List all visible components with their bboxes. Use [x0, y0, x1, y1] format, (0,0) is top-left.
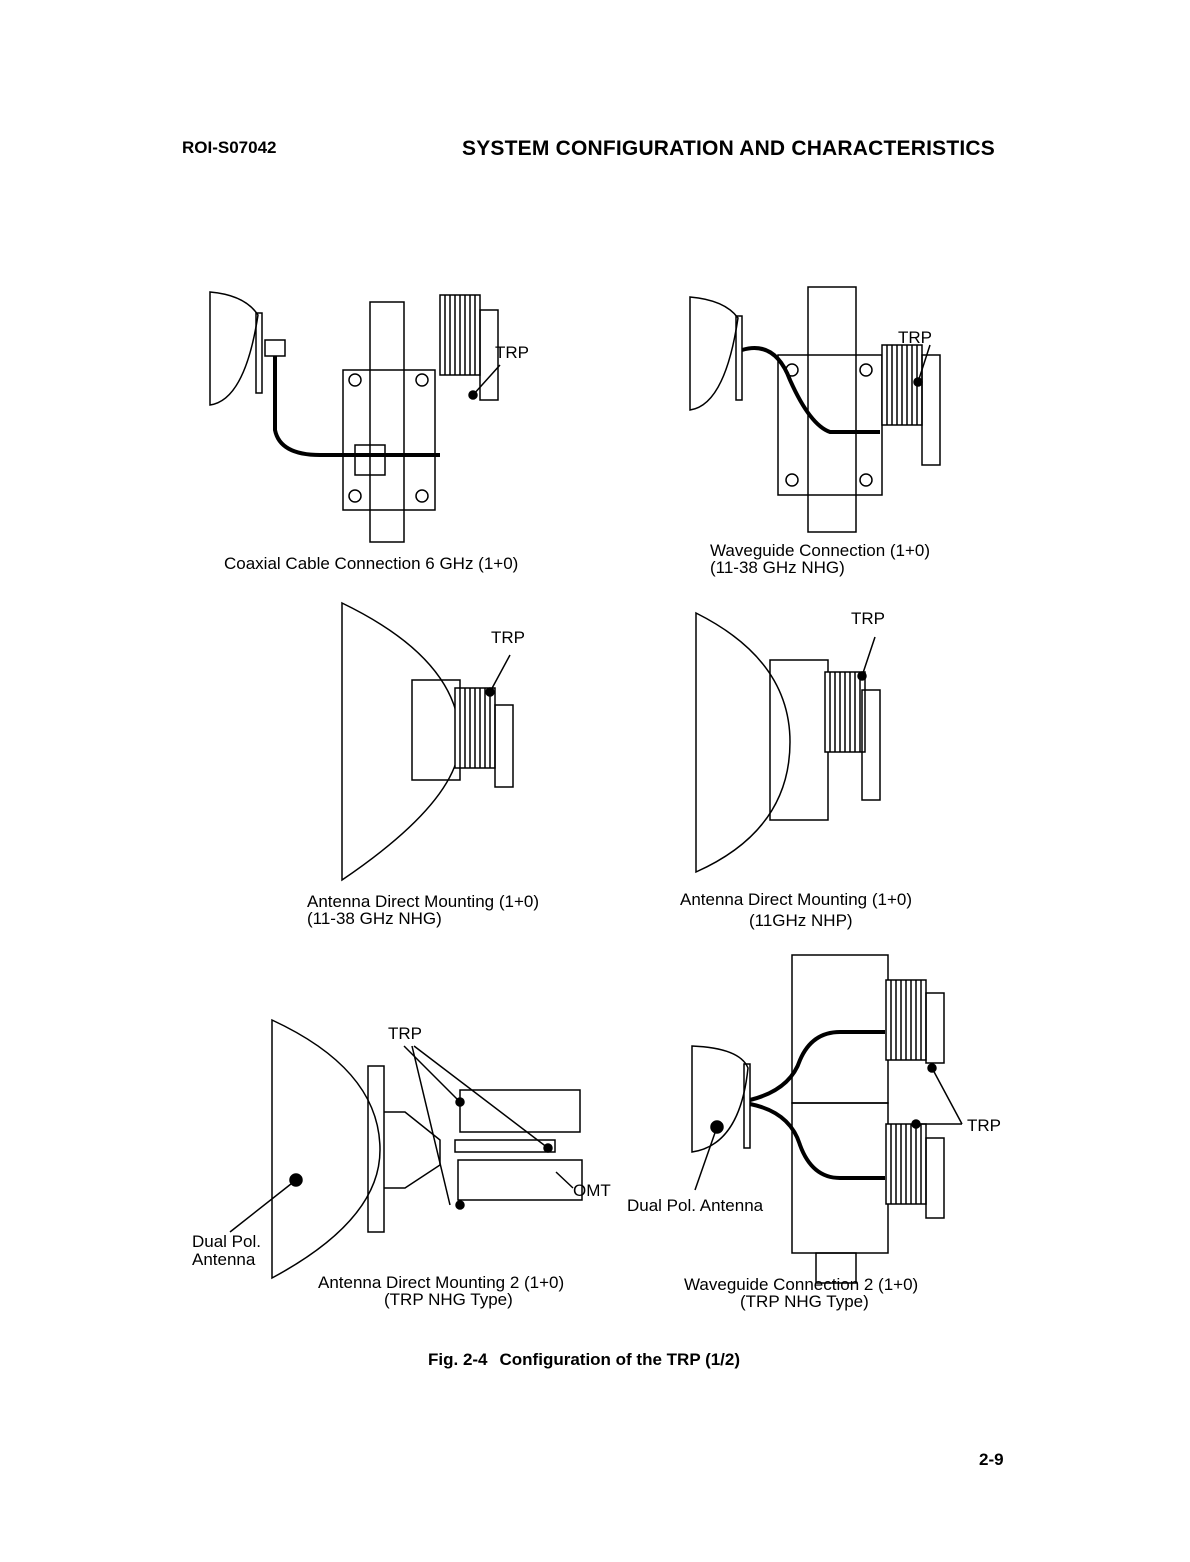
- panel4-caption-line2: (11GHz NHP): [749, 911, 853, 930]
- panel-waveguide-2-drawing: [691, 954, 963, 1284]
- panel6-trp-label: TRP: [967, 1116, 1001, 1135]
- panel5-caption-line2: (TRP NHG Type): [384, 1290, 513, 1309]
- panel6-caption-line2: (TRP NHG Type): [740, 1292, 869, 1311]
- panel-direct-mount-2-drawing: [229, 1018, 583, 1280]
- figure-number: Fig. 2-4: [428, 1350, 488, 1369]
- section-title: SYSTEM CONFIGURATION AND CHARACTERISTICS: [462, 137, 995, 160]
- panel-direct-mount-nhg-drawing: [341, 601, 514, 882]
- panel5-dual-pol-label: Dual Pol.: [192, 1232, 261, 1251]
- panel2-caption-line2: (11-38 GHz NHG): [710, 558, 845, 577]
- page-number: 2-9: [979, 1450, 1004, 1469]
- panel-coaxial-drawing: [209, 291, 501, 543]
- panel6-caption-line1: Waveguide Connection 2 (1+0): [684, 1275, 919, 1294]
- panel1-trp-label: TRP: [495, 343, 529, 362]
- panel-waveguide-drawing: [689, 286, 941, 533]
- panel1-caption: Coaxial Cable Connection 6 GHz (1+0): [224, 554, 519, 573]
- panel-direct-mount-nhp-drawing: [695, 611, 881, 874]
- panel5-omt-label: OMT: [573, 1181, 611, 1200]
- panel5-trp-label: TRP: [388, 1024, 422, 1043]
- panel5-caption-line1: Antenna Direct Mounting 2 (1+0): [318, 1273, 565, 1292]
- panel2-trp-label: TRP: [898, 328, 932, 347]
- panel5-antenna-label: Antenna: [192, 1250, 256, 1269]
- figure-caption: Fig. 2-4 Configuration of the TRP (1/2): [428, 1350, 740, 1370]
- figure-caption-text: Configuration of the TRP (1/2): [499, 1350, 741, 1369]
- doc-id: ROI-S07042: [182, 138, 277, 157]
- panel4-caption-line1: Antenna Direct Mounting (1+0): [680, 890, 912, 909]
- panel4-trp-label: TRP: [851, 609, 885, 628]
- panel3-trp-label: TRP: [491, 628, 525, 647]
- panel3-caption-line1: Antenna Direct Mounting (1+0): [307, 892, 539, 911]
- panel2-caption-line1: Waveguide Connection (1+0): [710, 541, 931, 560]
- panel6-dual-pol-antenna-label: Dual Pol. Antenna: [627, 1196, 764, 1215]
- panel3-caption-line2: (11-38 GHz NHG): [307, 909, 442, 928]
